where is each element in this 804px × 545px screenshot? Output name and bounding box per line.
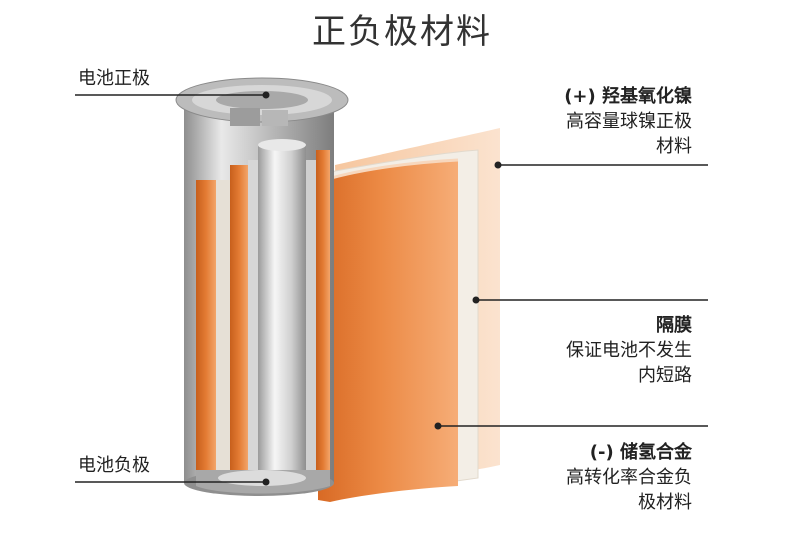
cathode-desc-1: 高容量球镍正极 <box>566 111 692 132</box>
anode-sheet <box>318 160 458 502</box>
separator-desc-2: 内短路 <box>638 365 692 386</box>
label-cathode: (+) 羟基氧化镍 高容量球镍正极 材料 <box>564 84 692 159</box>
separator-desc-1: 保证电池不发生 <box>566 340 692 361</box>
cathode-name: (+) 羟基氧化镍 <box>564 86 692 107</box>
label-positive-terminal: 电池正极 <box>78 68 150 89</box>
separator-name: 隔膜 <box>656 315 692 336</box>
label-negative-terminal: 电池负极 <box>78 455 150 476</box>
anode-desc-2: 极材料 <box>638 492 692 513</box>
cathode-desc-2: 材料 <box>656 136 692 157</box>
battery-core <box>258 145 306 475</box>
anode-name: (-) 储氢合金 <box>589 442 692 463</box>
anode-desc-1: 高转化率合金负 <box>566 467 692 488</box>
label-anode: (-) 储氢合金 高转化率合金负 极材料 <box>566 440 692 515</box>
diagram-title: 正负极材料 <box>312 12 492 52</box>
label-separator: 隔膜 保证电池不发生 内短路 <box>566 313 692 388</box>
